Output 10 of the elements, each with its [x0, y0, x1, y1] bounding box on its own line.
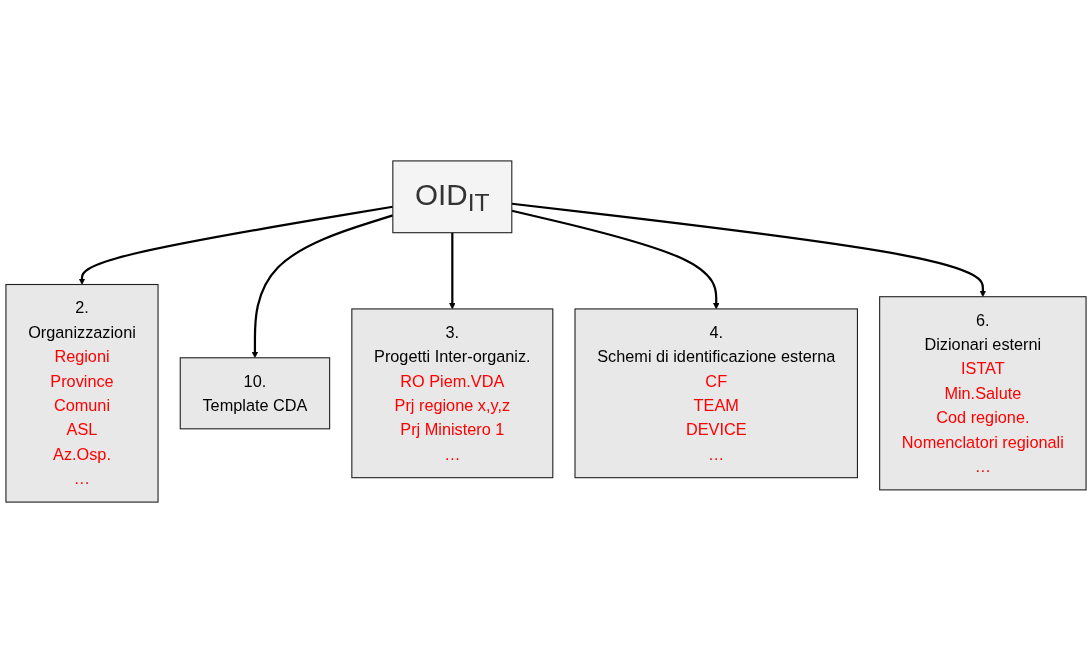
- node-box: 2. Organizzazioni Regioni Province Comuni ASL Az.Osp. …: [5, 284, 159, 504]
- node-box: 10. Template CDA: [179, 357, 331, 430]
- node-box: 3. Progetti Inter-organiz. RO Piem.VDA Prj regione x,y,z Prj Ministero 1 …: [351, 308, 554, 479]
- node-box: 4. Schemi di identificazione esterna CF TEAM DEVICE …: [574, 308, 858, 479]
- arrow: [78, 206, 393, 286]
- arrow: [511, 203, 987, 298]
- node-box: OID$_{IT}$: [392, 160, 513, 234]
- arrow: [511, 210, 720, 310]
- node-box: 6. Dizionari esterni ISTAT Min.Salute Cod regione. Nomenclatori regionali …: [879, 296, 1087, 491]
- arrow: [449, 233, 456, 310]
